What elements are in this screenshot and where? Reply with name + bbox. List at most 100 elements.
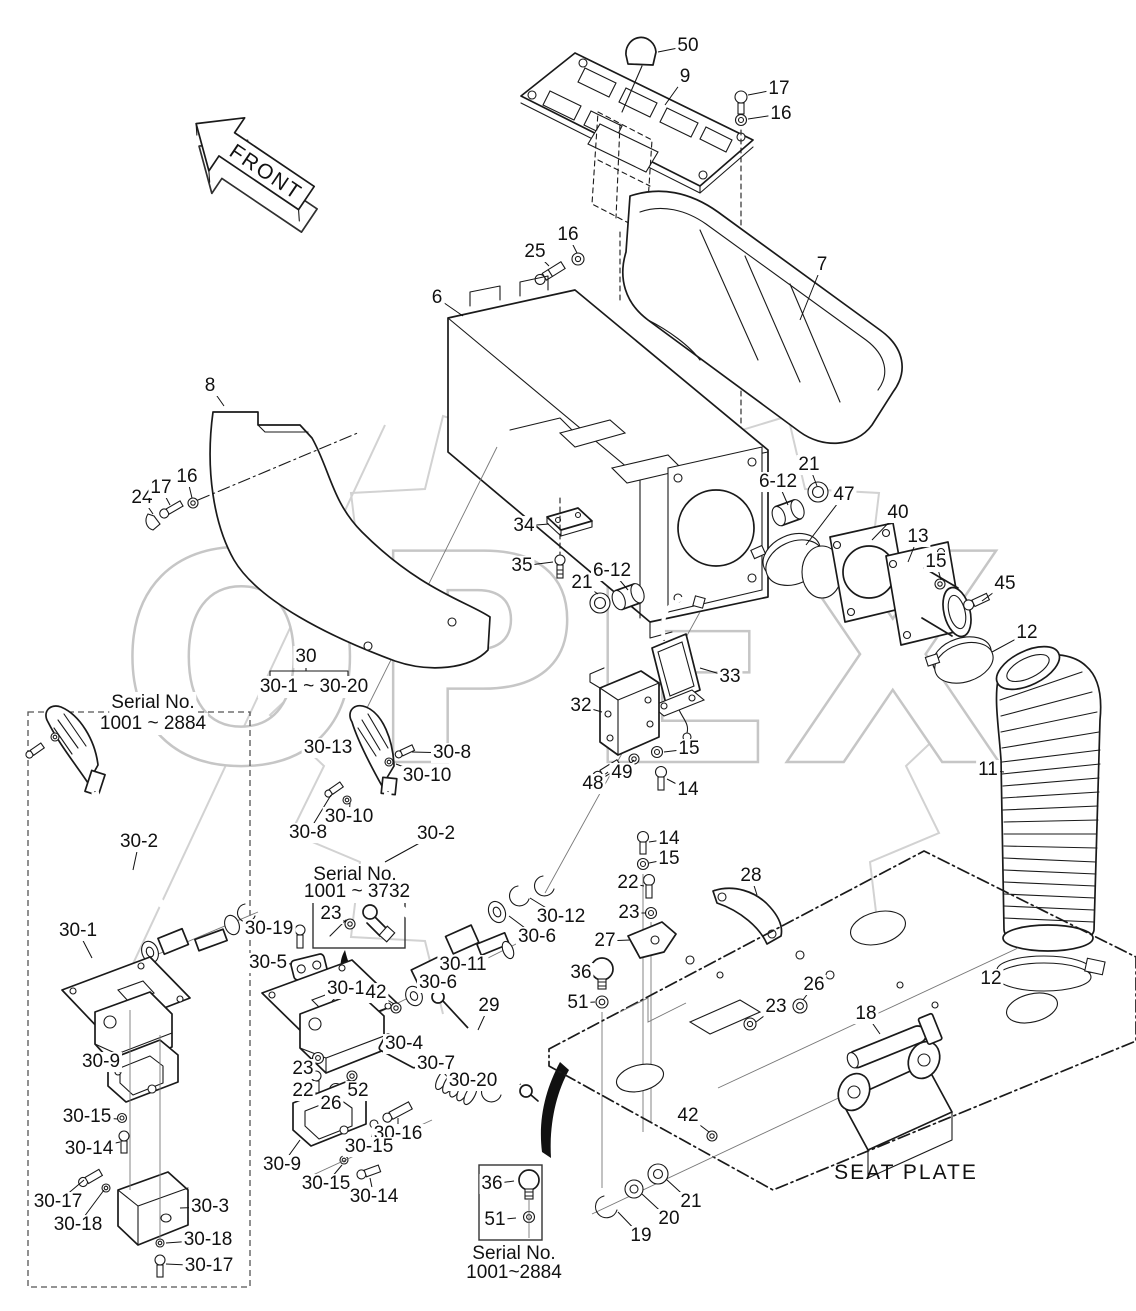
part-callout-30-14: 30-14 bbox=[347, 1186, 401, 1208]
part-callout-30-10: 30-10 bbox=[400, 765, 454, 787]
part-callout-7: 7 bbox=[814, 254, 830, 276]
lever-grip-30-13 bbox=[349, 704, 395, 787]
part-callout-22: 22 bbox=[615, 872, 641, 894]
part-callout-21: 21 bbox=[796, 454, 822, 476]
bolt-part14-mid bbox=[654, 765, 668, 791]
serial-bottom-title: Serial No. bbox=[470, 1243, 558, 1265]
part-callout-6-12: 6-12 bbox=[590, 560, 634, 582]
part-callout-30-6: 30-6 bbox=[515, 926, 559, 948]
serial-left-title: Serial No. bbox=[109, 692, 197, 714]
part-callout-19: 19 bbox=[628, 1225, 654, 1247]
part-callout-17: 17 bbox=[766, 78, 792, 100]
serial-left-range: 1001 ~ 2884 bbox=[97, 713, 209, 735]
serial-box-bottom bbox=[478, 1164, 543, 1241]
group30-number: 30 bbox=[293, 646, 319, 668]
part-callout-6-12: 6-12 bbox=[756, 471, 800, 493]
clip-part24 bbox=[145, 513, 161, 531]
washer-part15-right bbox=[934, 578, 946, 590]
side-cover-part7 bbox=[622, 190, 903, 444]
part-callout-25: 25 bbox=[522, 241, 548, 263]
grip-hardware-center bbox=[324, 744, 416, 805]
part-callout-30-11: 30-11 bbox=[437, 954, 489, 976]
part-callout-42: 42 bbox=[363, 982, 389, 1004]
part-callout-30-12: 30-12 bbox=[534, 906, 588, 928]
bushing-part6-12-center bbox=[611, 583, 645, 611]
part-callout-30-19: 30-19 bbox=[242, 918, 296, 940]
part-callout-30-8: 30-8 bbox=[430, 742, 474, 764]
bracket-28 bbox=[712, 887, 783, 945]
part-callout-30-18: 30-18 bbox=[51, 1214, 105, 1236]
pivot-left bbox=[84, 903, 259, 986]
part-callout-15: 15 bbox=[656, 848, 682, 870]
part-callout-35: 35 bbox=[509, 555, 535, 577]
part-callout-52: 52 bbox=[345, 1080, 371, 1102]
part-callout-26: 26 bbox=[318, 1093, 344, 1115]
knob-detail-bottom-box bbox=[518, 1169, 540, 1238]
part-callout-13: 13 bbox=[905, 526, 931, 548]
part-callout-29: 29 bbox=[476, 995, 502, 1017]
bushing-part6-12-right bbox=[771, 499, 805, 527]
part-callout-12: 12 bbox=[978, 968, 1004, 990]
part-callout-8: 8 bbox=[202, 375, 218, 397]
serial-bottom-range: 1001~2884 bbox=[464, 1262, 564, 1284]
part-callout-14: 14 bbox=[675, 779, 701, 801]
flexible-duct-part11 bbox=[995, 645, 1102, 952]
bracket-27 bbox=[627, 921, 677, 959]
part-callout-30-15: 30-15 bbox=[299, 1173, 353, 1195]
o-ring-part21-right bbox=[807, 481, 829, 503]
part-callout-24: 24 bbox=[129, 487, 155, 509]
part-callout-30-15: 30-15 bbox=[342, 1136, 396, 1158]
rings-19-20-21 bbox=[595, 1163, 669, 1219]
hose-clamp-part12-top bbox=[924, 636, 994, 684]
part-callout-16: 16 bbox=[768, 103, 794, 125]
spacer-plate-part34 bbox=[546, 497, 593, 557]
part-callout-49: 49 bbox=[609, 762, 635, 784]
lever-rod-left-30-2 bbox=[84, 769, 224, 943]
part-callout-27: 27 bbox=[592, 930, 618, 952]
part-callout-30-13: 30-13 bbox=[301, 737, 355, 759]
part-callout-17: 17 bbox=[148, 477, 174, 499]
bolt-part17-left bbox=[159, 500, 184, 519]
part-callout-30-4: 30-4 bbox=[382, 1033, 426, 1055]
part-callout-40: 40 bbox=[885, 502, 911, 524]
part-callout-23: 23 bbox=[318, 903, 344, 925]
part-callout-30-15: 30-15 bbox=[60, 1106, 114, 1128]
part-callout-21: 21 bbox=[678, 1191, 704, 1213]
serial-center-range: 1001 ~ 3732 bbox=[301, 881, 413, 903]
part-callout-48: 48 bbox=[580, 773, 606, 795]
group30-range: 30-1 ~ 30-20 bbox=[257, 676, 371, 698]
part-callout-30-9: 30-9 bbox=[79, 1051, 123, 1073]
part-callout-47: 47 bbox=[831, 484, 857, 506]
serial-center-title: Serial No. bbox=[311, 864, 399, 886]
part-callout-12: 12 bbox=[1014, 622, 1040, 644]
gas-spring-29 bbox=[390, 990, 539, 1102]
part-callout-30-3: 30-3 bbox=[188, 1196, 232, 1218]
box-bracket-30-3 bbox=[117, 1010, 189, 1278]
part-callout-30-14: 30-14 bbox=[62, 1138, 116, 1160]
part-callout-23: 23 bbox=[763, 996, 789, 1018]
part-callout-36: 36 bbox=[479, 1173, 505, 1195]
part-callout-30-8: 30-8 bbox=[286, 822, 330, 844]
part-callout-30-1: 30-1 bbox=[324, 978, 368, 1000]
part-callout-42: 42 bbox=[675, 1105, 701, 1127]
part-callout-36: 36 bbox=[568, 962, 594, 984]
part-callout-30-2: 30-2 bbox=[414, 823, 458, 845]
part-callout-30-1: 30-1 bbox=[56, 920, 100, 942]
cap-part50 bbox=[625, 36, 657, 66]
part-callout-51: 51 bbox=[482, 1209, 508, 1231]
o-ring-part21-center bbox=[589, 592, 611, 614]
curved-arrow-bottom bbox=[540, 1062, 569, 1158]
seat-plate-label: SEAT PLATE bbox=[834, 1161, 978, 1184]
part-callout-30-17: 30-17 bbox=[31, 1191, 85, 1213]
washer-part16-left bbox=[187, 497, 199, 509]
part-callout-33: 33 bbox=[717, 666, 743, 688]
part-callout-32: 32 bbox=[568, 695, 594, 717]
pin-18 bbox=[846, 1012, 943, 1069]
switch-part33 bbox=[650, 595, 706, 742]
bracket-part32 bbox=[589, 667, 660, 756]
part-callout-22: 22 bbox=[290, 1080, 316, 1102]
part-callout-20: 20 bbox=[656, 1208, 682, 1230]
part-callout-34: 34 bbox=[511, 515, 537, 537]
